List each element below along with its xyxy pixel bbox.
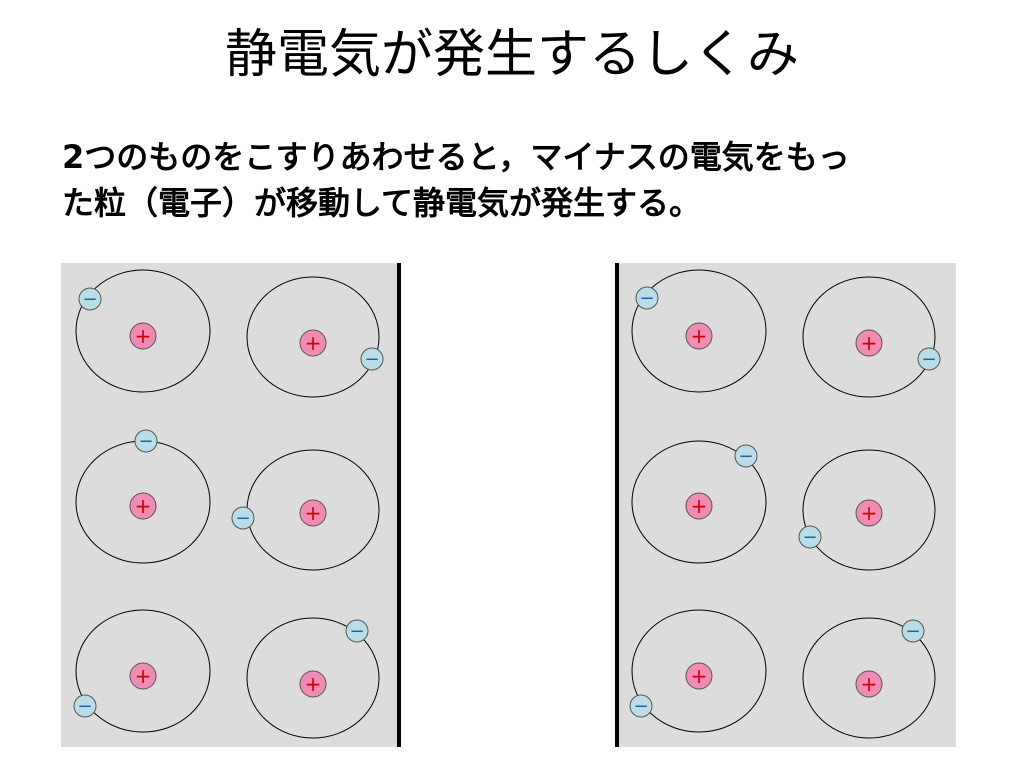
electron [73,694,97,718]
electron [360,347,384,371]
electron-minus-sign: − [364,349,379,370]
description-line-1: 2つのものをこすりあわせると，マイナスの電気をもっ [62,138,850,176]
left-material-panel [61,263,399,747]
right-material-panel [617,263,956,747]
nucleus [299,499,327,527]
electron-minus-sign: − [349,621,364,642]
atom: + − [802,276,941,398]
orbit [802,449,936,571]
nucleus-plus-sign: + [861,501,878,525]
nucleus [685,492,713,520]
atom: + − [798,449,936,571]
description-line-2: た粒（電子）が移動して静電気が発生する。 [62,184,702,222]
orbit [802,276,936,398]
orbit [631,609,767,733]
electron [635,286,659,310]
electron-minus-sign: − [235,508,250,529]
atom: + − [631,269,767,393]
electron [917,347,941,371]
nucleus [855,670,883,698]
nucleus-plus-sign: + [691,324,708,348]
electron [734,444,758,468]
orbit [246,617,380,739]
nucleus [685,662,713,690]
nucleus [129,662,157,690]
electron-minus-sign: − [77,696,92,717]
orbit [631,440,767,564]
nucleus [855,329,883,357]
orbit [246,276,380,398]
slide-title: 静電気が発生するしくみ [224,25,800,85]
slide-description: 2つのものをこすりあわせると，マイナスの電気をもっ た粒（電子）が移動して静電気… [62,134,962,226]
electron [345,619,369,643]
left-material: + − + − + − + − [61,263,401,747]
electron-minus-sign: − [802,527,817,548]
nucleus-plus-sign: + [305,672,322,696]
atom: + − [631,440,767,564]
orbit [802,617,936,739]
nucleus [129,492,157,520]
electron-minus-sign: − [921,349,936,370]
orbit [75,269,211,393]
nucleus-plus-sign: + [135,664,152,688]
nucleus-plus-sign: + [861,331,878,355]
nucleus-plus-sign: + [135,494,152,518]
electron-minus-sign: − [905,621,920,642]
atom: + − [802,617,936,739]
electron [629,694,653,718]
nucleus-plus-sign: + [305,501,322,525]
nucleus [855,499,883,527]
atom: + − [231,449,380,571]
electron [231,506,255,530]
nucleus-plus-sign: + [305,331,322,355]
electron-minus-sign: − [633,696,648,717]
atom: + − [629,609,767,733]
right-material: + − + − + − + − [615,263,956,747]
nucleus [685,322,713,350]
electron [134,429,158,453]
orbit [631,269,767,393]
atom: + − [246,617,380,739]
electron-minus-sign: − [639,288,654,309]
nucleus [129,322,157,350]
nucleus-plus-sign: + [691,494,708,518]
electron-minus-sign: − [738,446,753,467]
nucleus-plus-sign: + [691,664,708,688]
atom: + − [75,429,211,564]
electron [798,525,822,549]
atom: + − [73,609,211,733]
electron [78,287,102,311]
electron-minus-sign: − [82,289,97,310]
nucleus-plus-sign: + [135,324,152,348]
electron-minus-sign: − [138,431,153,452]
nucleus [299,329,327,357]
nucleus [299,670,327,698]
orbit [75,609,211,733]
nucleus-plus-sign: + [861,672,878,696]
atom: + − [246,276,384,398]
atom: + − [75,269,211,393]
electron [901,619,925,643]
